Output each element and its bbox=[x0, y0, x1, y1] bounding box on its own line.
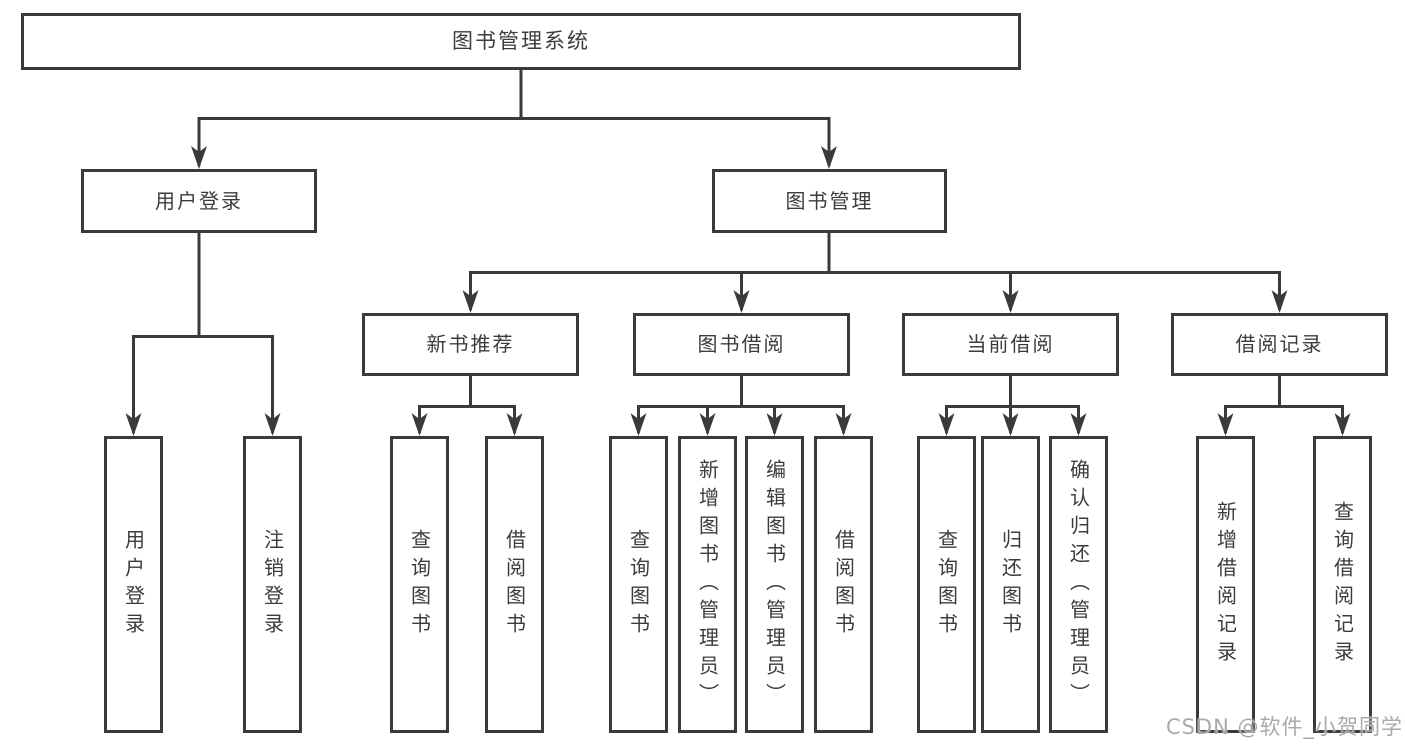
connector-shafts bbox=[132, 70, 1344, 433]
node-new-book-recommendation: 新书推荐 bbox=[362, 313, 579, 376]
node-borrowing-records: 借阅记录 bbox=[1171, 313, 1388, 376]
leaf-query-books-current: 查询图书 bbox=[917, 436, 976, 733]
node-user-login: 用户登录 bbox=[81, 169, 317, 233]
leaf-confirm-return-admin: 确认归还（管理员） bbox=[1049, 436, 1108, 733]
node-book-management: 图书管理 bbox=[712, 169, 947, 233]
node-current-borrowing: 当前借阅 bbox=[902, 313, 1119, 376]
leaf-query-borrow-record: 查询借阅记录 bbox=[1313, 436, 1372, 733]
node-book-borrowing: 图书借阅 bbox=[633, 313, 850, 376]
leaf-query-books-borrow: 查询图书 bbox=[609, 436, 668, 733]
leaf-return-books: 归还图书 bbox=[981, 436, 1040, 733]
leaf-add-borrow-record: 新增借阅记录 bbox=[1196, 436, 1255, 733]
arrowheads bbox=[125, 146, 1351, 436]
leaf-add-book-admin: 新增图书（管理员） bbox=[678, 436, 737, 733]
leaf-borrow-books: 借阅图书 bbox=[814, 436, 873, 733]
leaf-query-books-recommend: 查询图书 bbox=[390, 436, 449, 733]
leaf-logout: 注销登录 bbox=[243, 436, 302, 733]
leaf-user-login: 用户登录 bbox=[104, 436, 163, 733]
leaf-edit-book-admin: 编辑图书（管理员） bbox=[745, 436, 804, 733]
csdn-watermark: CSDN @软件_小贺同学 bbox=[1165, 715, 1403, 739]
leaf-borrow-books-recommend: 借阅图书 bbox=[485, 436, 544, 733]
node-root-system: 图书管理系统 bbox=[21, 13, 1021, 70]
